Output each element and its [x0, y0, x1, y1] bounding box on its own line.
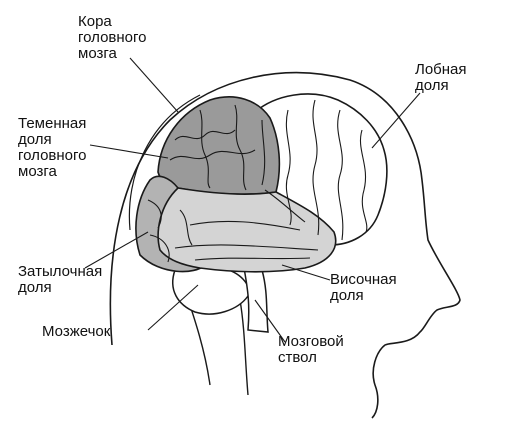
leader-parietal — [89, 144, 169, 159]
label-parietal-lobe: Теменная доля головного мозга — [18, 115, 87, 180]
leader-temporal — [281, 264, 331, 281]
parietal-lobe — [157, 96, 281, 195]
leader-frontal — [371, 92, 421, 149]
leader-lines — [84, 57, 421, 343]
leader-cerebellum — [147, 284, 199, 331]
label-cortex: Кора головного мозга — [78, 13, 147, 62]
neck-front-line — [239, 299, 249, 396]
label-occipital-lobe: Затылочная доля — [18, 263, 103, 296]
temporal-lobe — [157, 187, 337, 273]
label-brainstem: Мозговой ствол — [278, 333, 344, 366]
leader-brainstem — [254, 299, 286, 343]
head-outline — [109, 71, 461, 419]
skull-inner-outline — [128, 94, 201, 231]
gyri-lines — [147, 99, 368, 263]
leader-occipital — [84, 231, 149, 269]
label-temporal-lobe: Височная доля — [330, 271, 397, 304]
brainstem — [243, 267, 269, 333]
label-cerebellum: Мозжечок — [42, 323, 111, 340]
leader-cortex — [129, 57, 179, 113]
cerebellum — [172, 264, 250, 315]
label-frontal-lobe: Лобная доля — [415, 61, 467, 94]
